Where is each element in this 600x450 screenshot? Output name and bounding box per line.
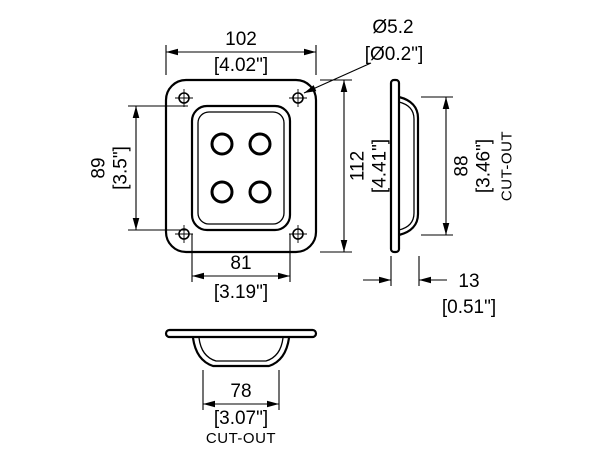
dish-profile-inner [398,101,415,231]
dim-overall-height: 112 [4.41"] [320,79,391,253]
dim-value-metric: 13 [458,271,479,292]
dim-overall-width: 102 [4.02"] [165,29,317,76]
corner-screw-hole-top-left [175,89,193,107]
dim-value-imperial: [3.5"] [111,146,132,190]
flange-edge [164,328,318,339]
dish-bevel-outline [197,111,285,225]
dim-value-metric: 81 [230,253,251,274]
dim-value-imperial: [3.07"] [214,408,268,429]
plate-outline [164,78,318,254]
dim-value-imperial: [3.46"] [474,139,495,193]
dim-value-imperial: [Ø0.2"] [365,44,424,65]
dim-dish-width: 81 [3.19"] [191,234,291,303]
corner-screw-hole-bottom-left [175,225,193,243]
hole-diameter-callout: Ø5.2 [Ø0.2"] [303,17,424,94]
leader-line [303,62,372,94]
dish-hole-top-left [210,132,234,156]
bottom-view [164,328,318,368]
side-view [389,78,420,254]
dim-cutout-width: 78 [3.07"] CUT-OUT [202,370,280,447]
dim-value-metric: 89 [89,157,110,178]
cutout-label: CUT-OUT [499,131,516,201]
tray-profile-outer [191,337,291,368]
cutout-label: CUT-OUT [206,430,276,447]
dim-value-imperial: [4.41"] [370,139,391,193]
dim-value-imperial: [0.51"] [442,297,496,318]
dish-hole-bottom-right [248,180,272,204]
corner-screw-hole-bottom-right [289,225,307,243]
flange-profile [389,78,401,254]
dish-profile-outer [398,95,420,237]
dish-opening-outline [190,104,292,232]
tray-profile-inner [198,337,284,362]
dim-value-imperial: [4.02"] [214,55,268,76]
dim-value-metric: 88 [452,155,473,176]
dim-cutout-height: 88 [3.46"] CUT-OUT [421,96,516,236]
front-view [164,78,318,254]
dim-value-metric: 112 [348,151,369,181]
dim-dish-height: 89 [3.5"] [89,105,188,231]
dish-hole-bottom-left [210,180,234,204]
dim-value-metric: 102 [225,29,257,50]
dim-depth: 13 [0.51"] [363,256,496,318]
dim-value-imperial: [3.19"] [214,282,268,303]
corner-screw-hole-top-right [289,89,307,107]
dim-value-metric: Ø5.2 [372,17,413,38]
dish-hole-top-right [248,132,272,156]
dim-value-metric: 78 [230,381,251,402]
